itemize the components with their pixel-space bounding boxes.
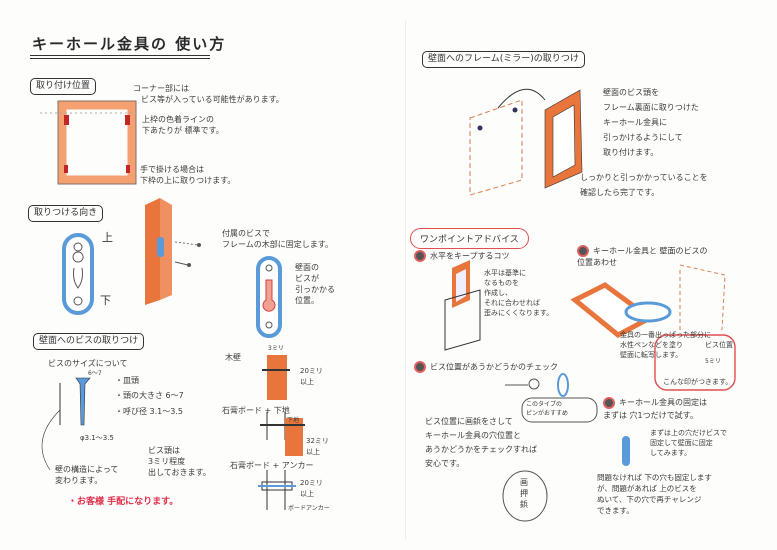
pin-bubble-label: 画 押 鋲 <box>520 478 528 509</box>
tip-level-text: 水平は基準に なるものを 作成し、 それに合わせれば 歪みにくくなります。 <box>484 269 554 317</box>
page-title: キーホール金具の 使い方 <box>32 35 227 53</box>
tip-fix-note: まずは上の穴だけビスで 固定して壁面に固定 してみます。 <box>650 429 727 457</box>
spec-2: ・頭の大きさ 6〜7 <box>115 391 184 400</box>
screw-head-dim: 6〜7 <box>88 370 102 377</box>
page-fold-divider <box>405 20 406 540</box>
note-wall-structure: 壁の構造によって 変わります。 <box>55 465 119 485</box>
section-heading-mounting: 壁面へのフレーム(ミラー)の取りつけ <box>422 51 585 68</box>
tip-fix-text: 問題なければ 下の穴も固定します が、問題があれば 上のビスを ぬいて、下の穴で… <box>597 473 712 515</box>
note-screw-head: ビス頭は 3ミリ程度 出しておきます。 <box>148 446 211 477</box>
spec-3: ・呼び径 3.1〜3.5 <box>115 407 183 416</box>
wood-length: 20ミリ 以上 <box>300 367 323 386</box>
screw-diameter: φ3.1〜3.5 <box>80 434 114 442</box>
frame-mounting-illustration <box>469 88 583 196</box>
tip-mark-result: こんな印がつきます。 <box>663 378 733 386</box>
mounting-text: 壁面のビス頭を フレーム裏面に取りつけた キーホール金具に 引っかけるようにして… <box>603 88 699 157</box>
label-board-base: 石膏ボード + 下地 <box>222 406 290 415</box>
section-heading-wall-screw: 壁面へのビスの取りつけ <box>33 333 145 350</box>
screw-illustration <box>41 377 91 471</box>
label-wood-wall: 木壁 <box>225 353 241 362</box>
tip-pin-bubble: このタイプの ピンがおすすめ <box>526 401 569 417</box>
advice-heading: ワンポイントアドバイス <box>410 228 529 249</box>
note-bottom: 手で掛ける場合は 下枠の上に取りつけます。 <box>140 165 236 185</box>
note-customer-arranged: ・お客様 手配になります。 <box>68 497 179 507</box>
screw-size-heading: ビスのサイズについて <box>48 359 128 368</box>
tip-fix-title: キーホール金具の固定は まずは 穴1つだけで試す。 <box>603 396 707 420</box>
wall-types-illustration <box>258 355 305 510</box>
wood-post-illustration <box>145 198 201 305</box>
base-length: 32ミリ 以上 <box>306 437 329 456</box>
tip-mark-dim: 5ミリ <box>705 358 721 365</box>
level-tip-illustration <box>444 260 481 351</box>
bullet-icon <box>414 361 426 373</box>
frame-position-illustration <box>40 100 140 185</box>
note-top-line: 上枠の色着ラインの 下あたりが 標準です。 <box>142 115 224 135</box>
pin-check-illustration <box>502 373 630 522</box>
note-screw-fix: 付属のビスで フレームの木部に固定します。 <box>222 229 333 249</box>
title-underline <box>30 55 210 59</box>
tip-pin-text: ビス位置に画鋲をさして キーホール金具の穴位置と あうかどうかをチェックすれば … <box>425 417 537 468</box>
bullet-icon <box>603 396 615 409</box>
section-heading-position: 取り付け位置 <box>30 78 97 95</box>
keyhole-plate-illustration <box>62 233 94 315</box>
wood-gap: 3ミリ <box>268 345 284 352</box>
bullet-icon <box>414 250 426 262</box>
anchor-length: 20ミリ 以上 <box>300 479 323 498</box>
label-down: 下 <box>100 294 111 307</box>
tip-position-title: キーホール金具と 壁面のビスの 位置あわせ <box>577 245 708 267</box>
note-hook-position: 壁面の ビスが 引っかかる 位置。 <box>295 263 335 305</box>
bullet-icon <box>577 245 589 257</box>
mounting-text-complete: しっかりと引っかかっていることを 確認したら完了です。 <box>580 173 708 197</box>
label-base: 下地 <box>287 417 300 424</box>
tip-mark-label: ビス位置 <box>705 341 733 349</box>
keyhole-hook-position-illustration <box>256 256 282 338</box>
label-anchor: ボードアンカー <box>288 505 330 512</box>
position-transfer-illustration <box>570 264 736 391</box>
note-corner: コーナー部には ビス等が入っている可能性があります。 <box>133 84 284 104</box>
spec-1: ・皿頭 <box>115 376 139 385</box>
label-up: 上 <box>102 231 113 244</box>
tip-pin-title: ビス位置があうかどうかのチェック <box>414 361 558 373</box>
tip-level-title: 水平をキープするコツ <box>414 250 510 262</box>
section-heading-orientation: 取りつける向き <box>28 205 104 222</box>
tip-position-text: 金具の一番出っぱった部分に 水性ペンなどを塗り 壁面に転写します。 <box>620 331 711 359</box>
label-board-anchor: 石膏ボード + アンカー <box>230 461 314 470</box>
